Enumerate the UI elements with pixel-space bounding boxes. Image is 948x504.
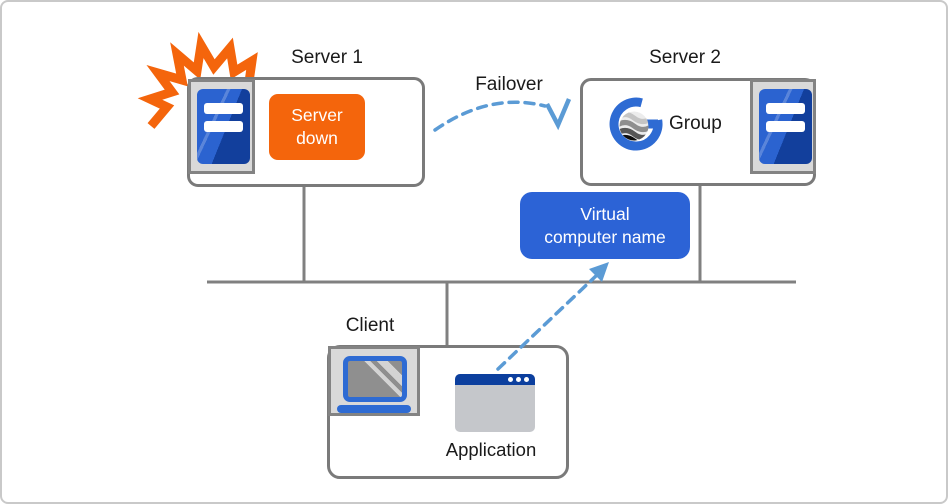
virtual-computer-name-badge: Virtual computer name — [520, 192, 690, 259]
app-window-titlebar — [455, 374, 535, 385]
server-slot — [204, 121, 243, 132]
app-to-virtual-arrow — [496, 272, 600, 371]
server2-label: Server 2 — [649, 47, 721, 68]
virtual-name-line1: Virtual — [580, 203, 630, 224]
server-tower-graphic — [759, 89, 812, 164]
failover-arrowhead-icon — [545, 98, 572, 131]
server-down-badge: Server down — [269, 94, 365, 160]
laptop-screen — [343, 356, 407, 402]
server1-label: Server 1 — [291, 47, 363, 68]
server-down-line2: down — [296, 128, 338, 148]
server-tower-graphic — [197, 89, 250, 164]
laptop-base — [337, 405, 411, 413]
app-window-dot — [524, 377, 529, 382]
failover-label: Failover — [475, 74, 543, 95]
server-slot — [766, 121, 805, 132]
app-window-icon — [455, 374, 535, 432]
app-arrowhead-icon — [589, 262, 609, 282]
laptop-icon — [328, 346, 420, 416]
app-window-dot — [508, 377, 513, 382]
failover-arrow — [433, 100, 547, 132]
app-window-dot — [516, 377, 521, 382]
server2-server-icon — [750, 79, 816, 174]
client-label: Client — [345, 315, 395, 336]
server-down-line1: Server — [291, 105, 343, 125]
server1-server-icon — [188, 79, 255, 174]
group-logo-icon — [609, 97, 663, 151]
virtual-name-line2: computer name — [544, 226, 666, 247]
application-label: Application — [445, 439, 537, 460]
server-slot — [766, 103, 805, 114]
server-slot — [204, 103, 243, 114]
crash-burst-icon — [137, 31, 258, 129]
group-label: Group — [669, 113, 722, 134]
